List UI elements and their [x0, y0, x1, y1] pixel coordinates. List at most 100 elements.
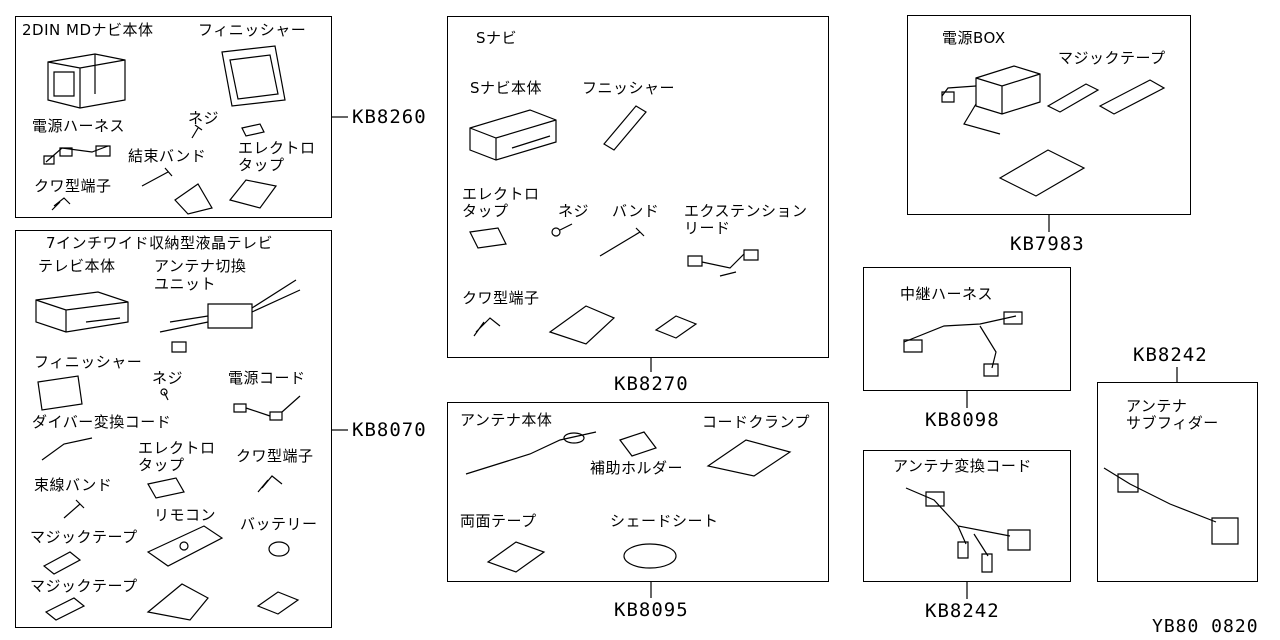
- double-tape-drawing: [488, 542, 544, 572]
- aux-holder-drawing: [620, 432, 656, 456]
- kit-title-kb8070: 7インチワイド収納型液晶テレビ: [46, 234, 274, 252]
- part-label-screw: ネジ: [188, 109, 220, 127]
- part-label-battery: バッテリー: [240, 515, 318, 533]
- kit-box-kb8270: [447, 16, 829, 358]
- part-label-spade-terminal: クワ型端子: [462, 289, 540, 307]
- part-label-shade-sheet: シェードシート: [610, 512, 719, 530]
- bag-drawing-3: [148, 584, 208, 620]
- kit-code-kb8095: KB8095: [614, 599, 689, 621]
- part-label-relay-harness: 中継ハーネス: [900, 285, 994, 303]
- antenna-switch-drawing: [160, 280, 300, 352]
- kit-box-kb8098: [863, 267, 1071, 391]
- velcro-drawing-2: [46, 598, 84, 620]
- antenna-sub-feeder-drawing: [1104, 468, 1238, 544]
- part-label-screw: ネジ: [152, 369, 184, 387]
- kit-code-kb8270: KB8270: [614, 373, 689, 395]
- part-label-velcro: マジックテープ: [30, 528, 138, 546]
- part-label-navi-unit: Sナビ本体: [470, 79, 543, 97]
- part-label-electro-tap-2: タップ: [138, 456, 185, 474]
- electro-tap-drawing: [242, 124, 264, 136]
- screw-drawing-3: [552, 224, 572, 236]
- part-label-power-box: 電源BOX: [942, 29, 1006, 47]
- part-label-tv-unit: テレビ本体: [38, 257, 116, 275]
- kit-box-kb8242-b: [1097, 382, 1258, 582]
- relay-harness-drawing: [904, 312, 1022, 376]
- kit-box-kb8242-a: [863, 450, 1071, 582]
- electro-tap-drawing-3: [470, 228, 506, 248]
- s-navi-unit-drawing: [470, 110, 556, 160]
- battery-drawing: [269, 542, 289, 556]
- part-label-wire-band: 束線バンド: [34, 476, 113, 494]
- part-label-electro-tap-2: タップ: [238, 156, 285, 174]
- part-label-spade-terminal: クワ型端子: [34, 177, 112, 195]
- bag-drawing-6: [656, 316, 696, 338]
- kit-box-kb8260: [15, 16, 332, 218]
- kit-code-kb8070: KB8070: [352, 419, 427, 441]
- part-label-band: バンド: [612, 202, 660, 220]
- manual-drawing: [1000, 150, 1084, 196]
- part-label-velcro-2: マジックテープ: [30, 577, 138, 595]
- shade-sheet-drawing: [624, 544, 676, 568]
- part-label-electro-tap: エレクトロ: [238, 139, 316, 157]
- spade-terminal-drawing-2: [258, 476, 282, 492]
- part-label-electro-tap: エレクトロ: [462, 185, 540, 203]
- band-drawing: [600, 228, 644, 256]
- extension-lead-drawing: [688, 250, 758, 276]
- antenna-conv-cord-drawing: [906, 488, 1030, 572]
- kit-box-kb7983: [907, 15, 1191, 215]
- cord-clamp-drawing: [708, 440, 790, 476]
- navi-unit-drawing: [48, 54, 125, 108]
- tie-band-drawing: [142, 168, 172, 186]
- part-label-spade-terminal: クワ型端子: [236, 447, 314, 465]
- finisher-drawing: [222, 46, 285, 106]
- part-label-diversity-cord: ダイバー変換コード: [32, 413, 172, 431]
- spade-terminal-drawing-3: [474, 318, 500, 336]
- part-label-cord-clamp: コードクランプ: [702, 413, 811, 431]
- remote-drawing: [148, 526, 222, 566]
- kit-code-kb8242-a: KB8242: [925, 600, 1000, 622]
- part-label-velcro: マジックテープ: [1058, 49, 1166, 67]
- spade-terminal-drawing: [52, 198, 70, 210]
- antenna-unit-drawing: [466, 432, 596, 474]
- part-label-antenna-conv-cord: アンテナ変換コード: [893, 457, 1032, 475]
- part-label-remote: リモコン: [154, 506, 217, 524]
- kit-code-kb8260: KB8260: [352, 106, 427, 128]
- kit-title-kb8270: Sナビ: [476, 29, 518, 47]
- power-harness-drawing: [44, 146, 110, 164]
- part-label-antenna-sub: アンテナ: [1126, 397, 1188, 415]
- velcro-drawing-1: [44, 552, 80, 574]
- electro-tap-drawing-2: [148, 478, 184, 498]
- kit-code-kb7983: KB7983: [1010, 233, 1085, 255]
- part-label-extension: エクステンション: [684, 202, 808, 220]
- wire-band-drawing: [64, 500, 84, 518]
- power-box-drawing: [942, 66, 1040, 134]
- kit-box-kb8095: [447, 402, 829, 582]
- diagram-code: YB80 0820: [1152, 616, 1259, 637]
- diversity-cord-drawing: [42, 438, 92, 460]
- part-label-antenna-sub-2: サブフィダー: [1126, 414, 1219, 432]
- part-label-electro-tap-2: タップ: [462, 202, 509, 220]
- part-label-antenna-switch: アンテナ切換: [154, 257, 247, 275]
- bag-drawing-5: [550, 306, 614, 344]
- part-label-finisher: フニッシャー: [582, 79, 676, 97]
- part-label-antenna-unit: アンテナ本体: [460, 411, 553, 429]
- bag-drawing-1: [175, 184, 212, 214]
- tv-unit-drawing: [36, 292, 128, 332]
- bag-drawing-4: [258, 592, 298, 614]
- part-label-electro-tap: エレクトロ: [138, 439, 216, 457]
- velcro-drawing-3: [1048, 80, 1164, 114]
- part-label-navi-unit: 2DIN MDナビ本体: [22, 21, 154, 39]
- part-label-finisher: フィニッシャー: [34, 353, 143, 371]
- bag-drawing-2: [230, 180, 276, 208]
- part-label-tie-band: 結束バンド: [128, 147, 207, 165]
- part-label-power-cord: 電源コード: [228, 369, 306, 387]
- part-label-finisher: フィニッシャー: [198, 21, 307, 39]
- part-label-power-harness: 電源ハーネス: [32, 117, 126, 135]
- part-label-double-tape: 両面テープ: [460, 512, 537, 530]
- power-cord-drawing: [234, 396, 300, 420]
- part-label-screw: ネジ: [558, 202, 590, 220]
- kit-code-kb8098: KB8098: [925, 409, 1000, 431]
- finisher-drawing-2: [38, 376, 82, 410]
- part-label-extension-2: リード: [684, 219, 731, 237]
